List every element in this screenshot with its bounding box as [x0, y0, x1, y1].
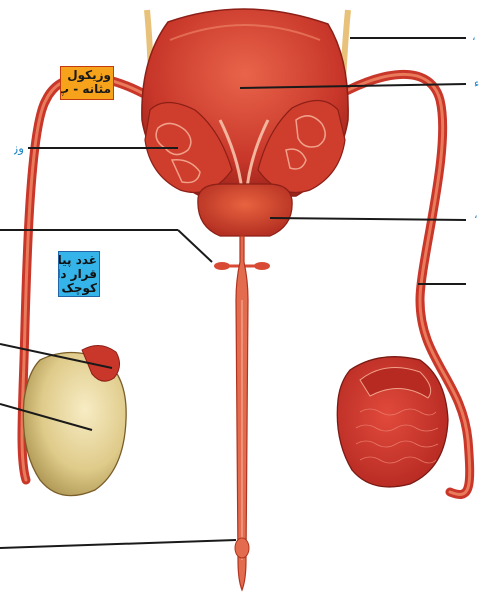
- right-label-3: ،: [474, 208, 478, 221]
- seminal-vesicle-title: وزیکول: [63, 68, 111, 82]
- right-testis: [337, 357, 448, 487]
- right-label-1: ،: [472, 30, 476, 43]
- seminal-vesicle-note: وزیکول مثانه - پ: [60, 66, 114, 100]
- right-label-2: ء: [474, 77, 479, 90]
- gland-note-line-1: غدد پیا: [61, 253, 97, 267]
- gland-note: غدد پیا قرار دار کوچک ت: [58, 251, 100, 297]
- seminal-vesicle-subtitle: مثانه - پ: [63, 82, 111, 96]
- vas-deferens-label: وز: [14, 141, 24, 155]
- gland-note-line-2: قرار دار: [61, 267, 97, 281]
- gland-note-line-3: کوچک ت: [61, 281, 97, 295]
- prostate: [198, 184, 292, 236]
